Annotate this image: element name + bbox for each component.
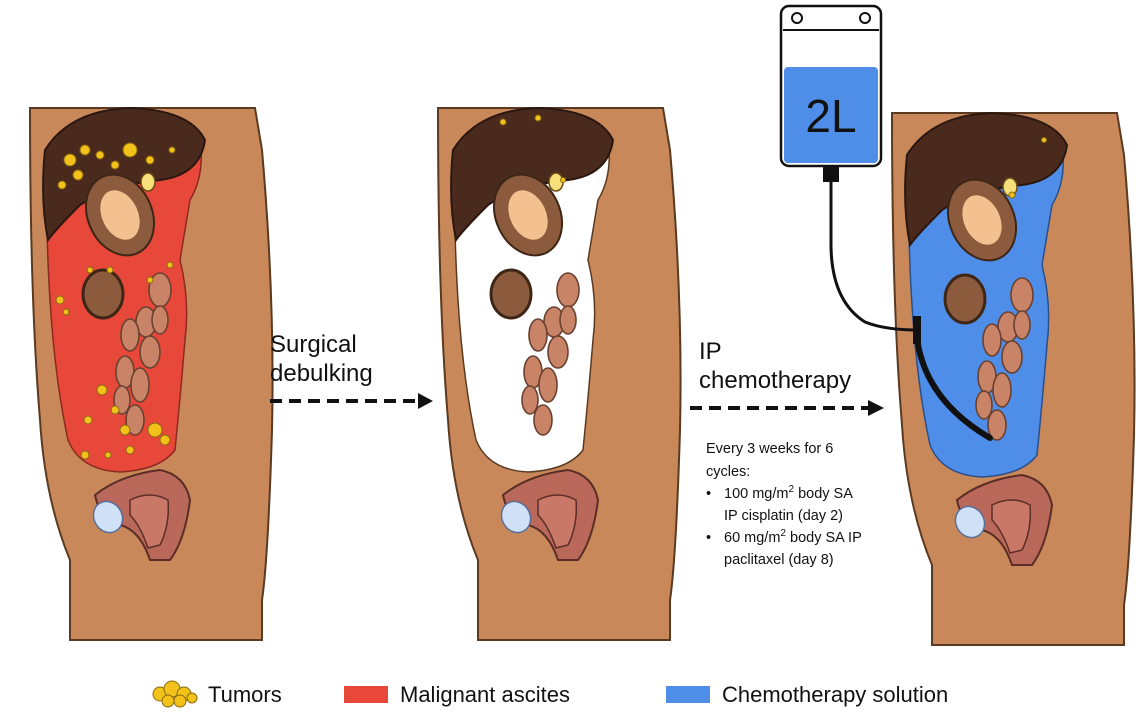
regimen-item2-bullet: • <box>706 530 711 546</box>
regimen-item1-line2: IP cisplatin (day 2) <box>724 508 843 524</box>
legend: Tumors Malignant ascites Chemotherapy so… <box>153 681 948 707</box>
step1-label-line1: Surgical <box>270 331 357 358</box>
tumor-swatch-icon <box>153 681 197 707</box>
step1-label-line2: debulking <box>270 360 373 387</box>
regimen-item1-bullet: • <box>706 486 711 502</box>
bag-hang-hole-right <box>860 13 870 23</box>
legend-item-malignant-ascites: Malignant ascites <box>344 682 570 707</box>
step1-arrowhead <box>418 393 433 409</box>
legend-label-chemo: Chemotherapy solution <box>722 682 948 707</box>
legend-item-tumors: Tumors <box>153 681 282 707</box>
step2-arrowhead <box>868 400 884 416</box>
iv-bag: 2L <box>781 6 881 182</box>
regimen-intro-line2: cycles: <box>706 464 750 480</box>
ascites-swatch <box>344 686 388 703</box>
chemo-swatch <box>666 686 710 703</box>
step2-label-line2: chemotherapy <box>699 367 851 394</box>
legend-label-tumors: Tumors <box>208 682 282 707</box>
regimen-item2-line2: paclitaxel (day 8) <box>724 552 834 568</box>
panel-before-surgery <box>30 108 273 640</box>
bag-hang-hole-left <box>792 13 802 23</box>
panel-after-debulking <box>438 108 681 640</box>
bag-volume-label: 2L <box>805 90 856 142</box>
regimen-notes: Every 3 weeks for 6 cycles: • 100 mg/m2 … <box>706 441 862 568</box>
legend-label-ascites: Malignant ascites <box>400 682 570 707</box>
step2-label-line1: IP <box>699 338 722 365</box>
regimen-item2-line1: 60 mg/m2 body SA IP <box>724 528 862 546</box>
legend-item-chemotherapy-solution: Chemotherapy solution <box>666 682 948 707</box>
regimen-item1-line1: 100 mg/m2 body SA <box>724 484 853 502</box>
regimen-intro-line1: Every 3 weeks for 6 <box>706 441 833 457</box>
